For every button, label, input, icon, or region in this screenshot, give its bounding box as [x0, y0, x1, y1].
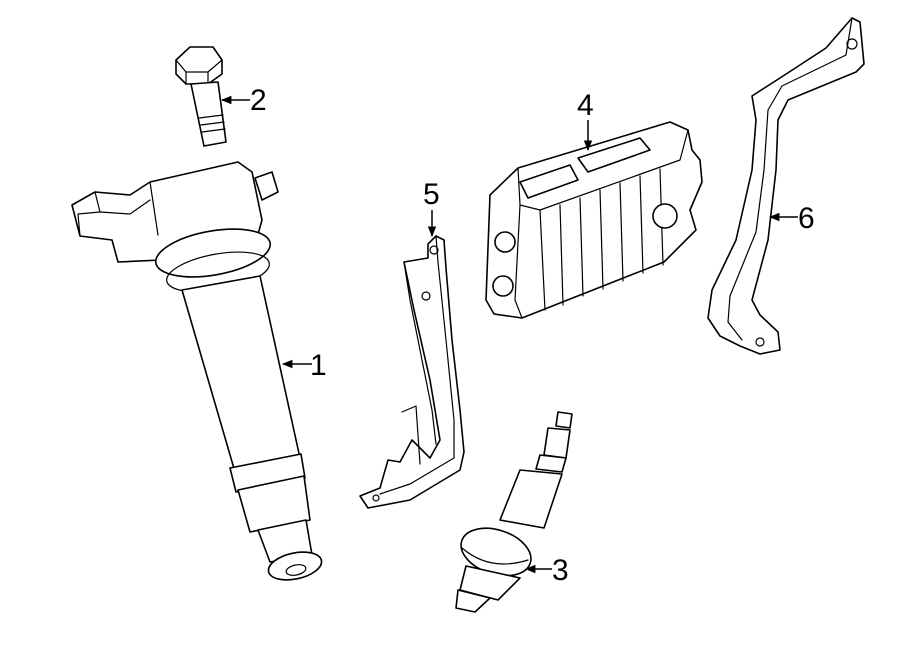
mounting-bracket-right	[707, 17, 865, 355]
callout-leaders	[220, 95, 798, 574]
control-module	[485, 121, 703, 319]
callout-number-3: 3	[552, 554, 569, 587]
callout-number-6: 6	[798, 202, 815, 235]
bolt	[175, 46, 227, 147]
callout-number-2: 2	[250, 84, 267, 117]
callout-number-1: 1	[310, 349, 327, 382]
spark-plug	[455, 411, 573, 613]
ignition-coil	[71, 161, 323, 581]
callout-labels: 1 2 3 4 5 6	[250, 84, 815, 587]
callout-number-5: 5	[423, 178, 440, 211]
mounting-bracket-left	[359, 235, 465, 509]
callout-number-4: 4	[577, 89, 594, 122]
